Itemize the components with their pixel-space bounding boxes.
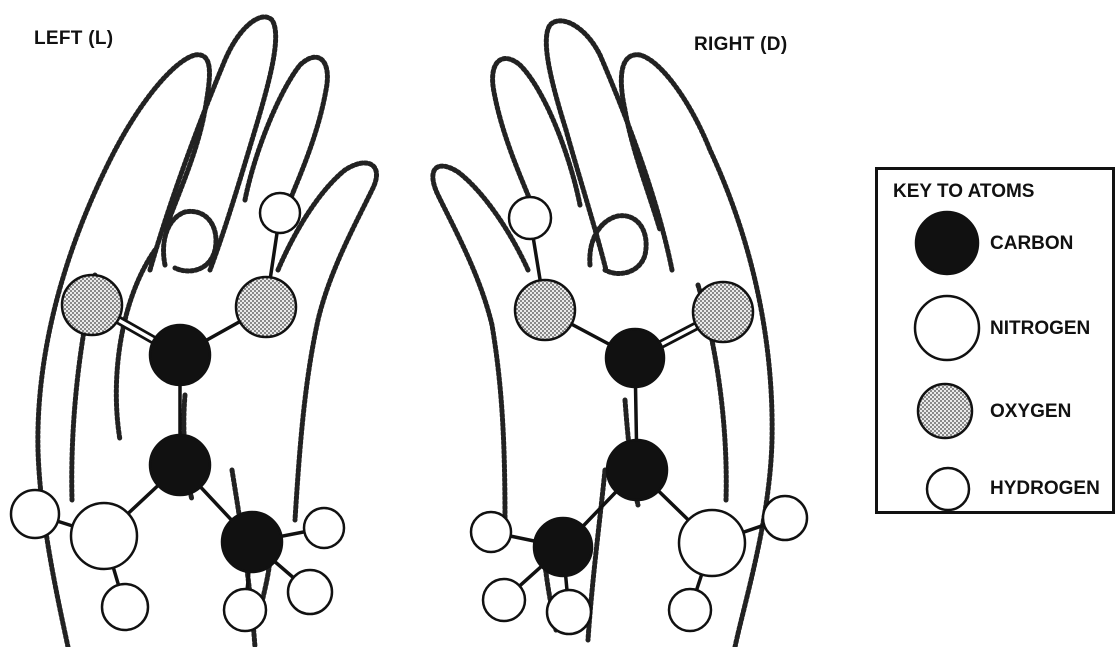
hydrogen-atom	[471, 512, 511, 552]
hydrogen-atom	[547, 590, 591, 634]
key-label-oxygen: OXYGEN	[990, 401, 1071, 423]
nitrogen-atom	[71, 503, 137, 569]
hydrogen-atom	[669, 589, 711, 631]
carbon-atom	[534, 518, 592, 576]
hydrogen-atom	[509, 197, 551, 239]
carbon-atom	[150, 325, 210, 385]
carbon-atom	[150, 435, 210, 495]
hydrogen-atom	[260, 193, 300, 233]
key-to-atoms-box: KEY TO ATOMS CARBON NITROGEN OXYGEN HYDR…	[875, 167, 1115, 514]
key-title: KEY TO ATOMS	[893, 181, 1034, 203]
carbon-atom	[222, 512, 282, 572]
hydrogen-atom	[483, 579, 525, 621]
hydrogen-atom	[102, 584, 148, 630]
left-molecule	[11, 193, 344, 631]
right-hand-label: RIGHT (D)	[694, 34, 787, 56]
key-label-carbon: CARBON	[990, 233, 1073, 255]
key-label-nitrogen: NITROGEN	[990, 318, 1090, 340]
carbon-atom	[607, 440, 667, 500]
carbon-atom	[606, 329, 664, 387]
left-hand-label: LEFT (L)	[34, 28, 113, 50]
hydrogen-atom	[224, 589, 266, 631]
oxygen-atom	[693, 282, 753, 342]
hydrogen-atom	[288, 570, 332, 614]
oxygen-atom	[236, 277, 296, 337]
hydrogen-atom	[304, 508, 344, 548]
hydrogen-atom	[763, 496, 807, 540]
hydrogen-atom	[11, 490, 59, 538]
key-label-hydrogen: HYDROGEN	[990, 478, 1100, 500]
oxygen-atom	[515, 280, 575, 340]
oxygen-atom	[62, 275, 122, 335]
nitrogen-atom	[679, 510, 745, 576]
